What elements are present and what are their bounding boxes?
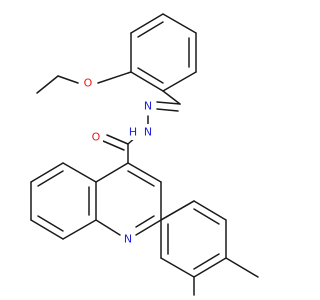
bond-aryl-1 xyxy=(193,200,227,221)
bond-c4-c3-b xyxy=(127,170,155,187)
bond-ch3-ch2 xyxy=(36,75,59,94)
bond-phenyl-3 xyxy=(162,13,197,34)
atom-n-imine: N xyxy=(141,98,155,114)
bond-phenyl-2b xyxy=(137,21,164,38)
bond-ch-n-double-b xyxy=(156,108,179,112)
bond-c2-n-b xyxy=(135,215,155,228)
bond-aryl-ring-close xyxy=(160,200,195,221)
atom-o-carbonyl-label: O xyxy=(92,131,101,144)
structure-canvas: O N N H O N xyxy=(30,13,259,296)
atom-n-imine-label: N xyxy=(144,100,152,113)
chemical-structure-diagram: O N N H O N xyxy=(30,13,259,296)
bond-ch2-o-ether xyxy=(57,75,79,84)
bond-c-o-double-b xyxy=(102,140,125,151)
bond-phenyl-2 xyxy=(130,13,164,34)
bond-c5-c6 xyxy=(30,162,64,183)
bond-c2-n xyxy=(135,219,162,236)
bond-c4a-c4 xyxy=(95,162,129,183)
atom-o-ether-label: O xyxy=(84,77,93,90)
bond-methyl-4 xyxy=(225,257,259,278)
bond-c4a-c5 xyxy=(62,162,97,183)
bond-phenyl-6b xyxy=(137,67,164,84)
bond-ch-n-double xyxy=(156,101,181,105)
bond-c5-c6-b xyxy=(37,170,64,187)
atom-n-quinoline: N xyxy=(121,231,135,247)
atom-n-amide-label: N xyxy=(144,126,152,139)
bond-aryl-3b xyxy=(193,253,220,270)
bond-c4-c3 xyxy=(127,162,162,183)
bond-c-o-double xyxy=(106,134,129,145)
bond-c7-c8-b xyxy=(37,215,64,232)
bond-n-c8a xyxy=(95,219,121,236)
atom-label-layer: O N N H O N xyxy=(81,75,155,247)
bond-o-ether-ring xyxy=(97,71,132,84)
atom-h-amide-label: H xyxy=(129,126,137,139)
bond-aryl-1b xyxy=(193,208,220,225)
atom-n-quinoline-label: N xyxy=(124,233,132,246)
bond-phenyl-5 xyxy=(162,71,197,92)
bond-aryl-3 xyxy=(193,257,227,278)
bond-c8-c8a xyxy=(62,219,97,240)
bond-layer xyxy=(30,13,259,296)
bond-aryl-4 xyxy=(160,257,195,278)
bond-c7-c8 xyxy=(30,219,64,240)
atom-o-carbonyl: O xyxy=(89,129,103,145)
atom-n-amide: N H xyxy=(126,124,155,140)
bond-ring-ch xyxy=(162,90,181,105)
atom-o-ether: O xyxy=(81,75,95,91)
bond-phenyl-6 xyxy=(130,71,164,92)
